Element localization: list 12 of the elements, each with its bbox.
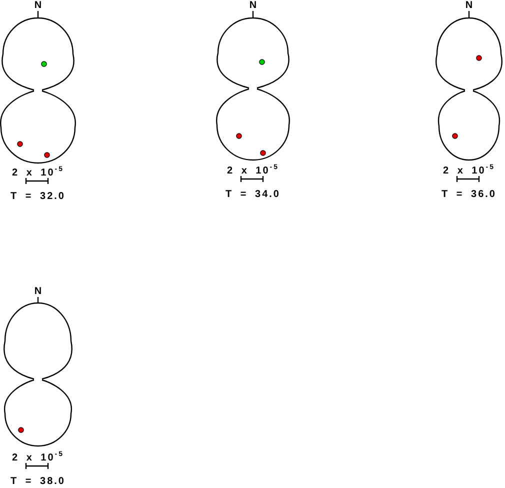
north-label: N (34, 286, 42, 297)
north-label: N (249, 0, 257, 11)
scale-label: 2 x 10$^{-5}$ (12, 450, 64, 464)
time-label: T = 34.0 (226, 189, 280, 200)
north-label: N (34, 0, 42, 11)
scale-label: 2 x 10$^{-5}$ (12, 165, 64, 178)
time-label: T = 36.0 (442, 189, 496, 200)
north-label: N (465, 0, 473, 11)
scale-label: 2 x 10$^{-5}$ (226, 163, 280, 176)
time-label: T = 32.0 (10, 191, 66, 202)
time-label: T = 38.0 (10, 476, 66, 487)
scale-label: 2 x 10$^{-5}$ (442, 163, 496, 176)
